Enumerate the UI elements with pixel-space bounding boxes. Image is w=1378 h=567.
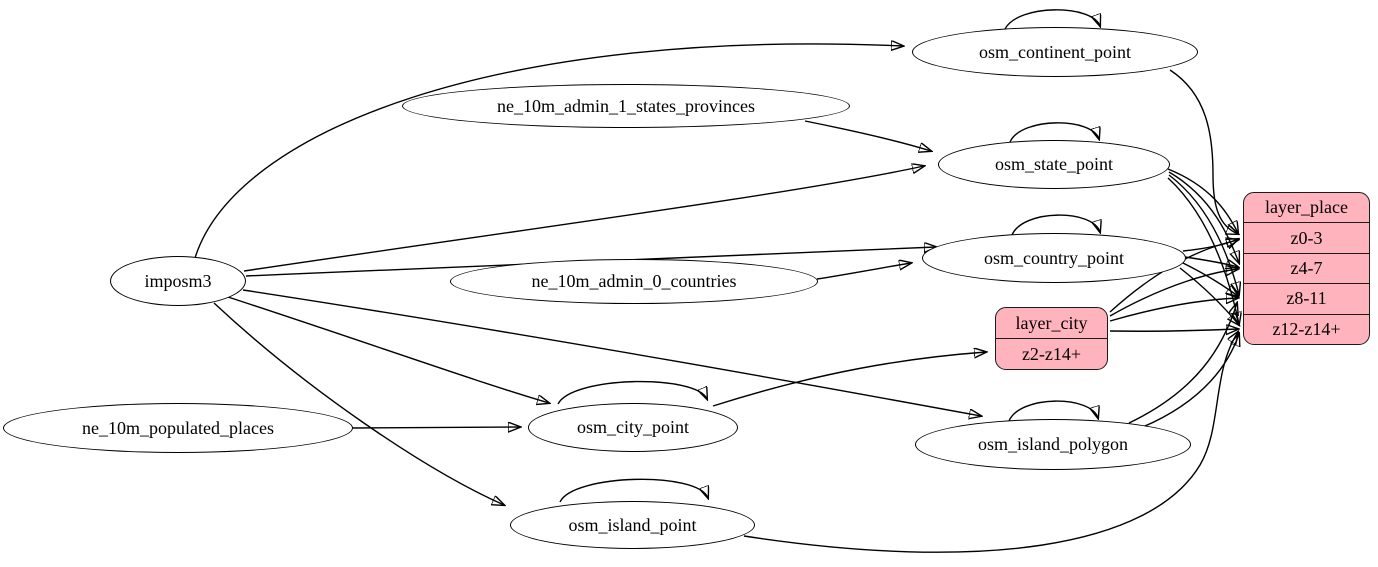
edge-osm_continent_point-z0-3 xyxy=(1169,69,1238,234)
node-ne_10m_admin_1_states_provinces: ne_10m_admin_1_states_provinces xyxy=(402,84,850,128)
node-label: osm_island_polygon xyxy=(977,434,1128,454)
record-row-z8-11: z8-11 xyxy=(1244,283,1369,313)
self-loop-osm_state_point xyxy=(1009,122,1099,143)
record-row-z4-7: z4-7 xyxy=(1244,252,1369,283)
self-loop-osm_city_point xyxy=(557,380,707,405)
node-label: osm_state_point xyxy=(995,154,1113,174)
edge-osm_state_point-z0-3 xyxy=(1167,168,1238,233)
edge-osm_island_polygon-z12-z14 xyxy=(1137,334,1239,430)
edge-imposm3-osm_island_polygon xyxy=(242,289,981,416)
node-osm_continent_point: osm_continent_point xyxy=(912,27,1198,77)
node-label: ne_10m_populated_places xyxy=(82,417,274,438)
edge-ne_10m_admin_1_states_provinces-osm_state_point xyxy=(804,120,931,151)
edge-imposm3-osm_city_point xyxy=(227,296,549,403)
edge-layer_city-z4-7 xyxy=(1109,269,1238,317)
node-label: osm_island_point xyxy=(568,514,697,535)
node-osm_city_point: osm_city_point xyxy=(528,403,738,452)
node-ne_10m_populated_places: ne_10m_populated_places xyxy=(3,403,353,453)
node-imposm3: imposm3 xyxy=(110,256,246,306)
edge-osm_state_point-z4-7 xyxy=(1168,171,1239,263)
edge-osm_country_point-z12-z14 xyxy=(1179,267,1239,325)
edge-imposm3-osm_island_point xyxy=(213,302,504,505)
self-loop-osm_island_polygon xyxy=(1008,400,1098,422)
edge-osm_state_point-z8-11 xyxy=(1168,174,1239,294)
edge-ne_10m_admin_0_countries-osm_country_point xyxy=(816,263,911,280)
edge-ne_10m_populated_places-osm_city_point xyxy=(352,427,520,428)
node-osm_island_point: osm_island_point xyxy=(510,501,755,549)
edge-layer_city-z8-11 xyxy=(1109,298,1238,322)
edge-osm_island_point-z12-z14 xyxy=(743,332,1238,553)
record-layer_place: layer_place z0-3 z4-7 z8-11 z12-z14+ xyxy=(1243,192,1370,345)
node-osm_state_point: osm_state_point xyxy=(938,140,1170,189)
record-layer_city: layer_city z2-z14+ xyxy=(995,307,1108,370)
edge-imposm3-osm_state_point xyxy=(243,166,924,272)
record-title: layer_city xyxy=(1015,312,1088,333)
edge-osm_city_point-layer_city xyxy=(712,352,986,407)
node-osm_island_polygon: osm_island_polygon xyxy=(915,419,1191,470)
record-title: layer_place xyxy=(1265,197,1348,218)
node-label: osm_country_point xyxy=(984,247,1124,268)
edge-osm_island_polygon-z8-11 xyxy=(1128,303,1237,424)
node-label: imposm3 xyxy=(144,270,212,291)
self-loop-osm_island_point xyxy=(559,478,708,503)
node-label: ne_10m_admin_1_states_provinces xyxy=(497,95,755,116)
node-label: ne_10m_admin_0_countries xyxy=(531,271,737,291)
edge-layer_city-z12-z14 xyxy=(1109,329,1238,331)
node-label: osm_continent_point xyxy=(979,41,1131,62)
record-row-z12-z14: z12-z14+ xyxy=(1244,313,1369,344)
node-ne_10m_admin_0_countries: ne_10m_admin_0_countries xyxy=(450,259,818,304)
self-loop-osm_country_point xyxy=(1011,214,1100,236)
edge-osm_country_point-z4-7 xyxy=(1184,256,1238,267)
self-loop-osm_continent_point xyxy=(1004,9,1100,30)
record-row-z0-3: z0-3 xyxy=(1244,222,1369,252)
node-osm_country_point: osm_country_point xyxy=(922,233,1186,283)
node-label: osm_city_point xyxy=(577,417,689,437)
record-row-z2-z14: z2-z14+ xyxy=(996,338,1107,369)
edge-imposm3-osm_continent_point xyxy=(194,44,903,259)
